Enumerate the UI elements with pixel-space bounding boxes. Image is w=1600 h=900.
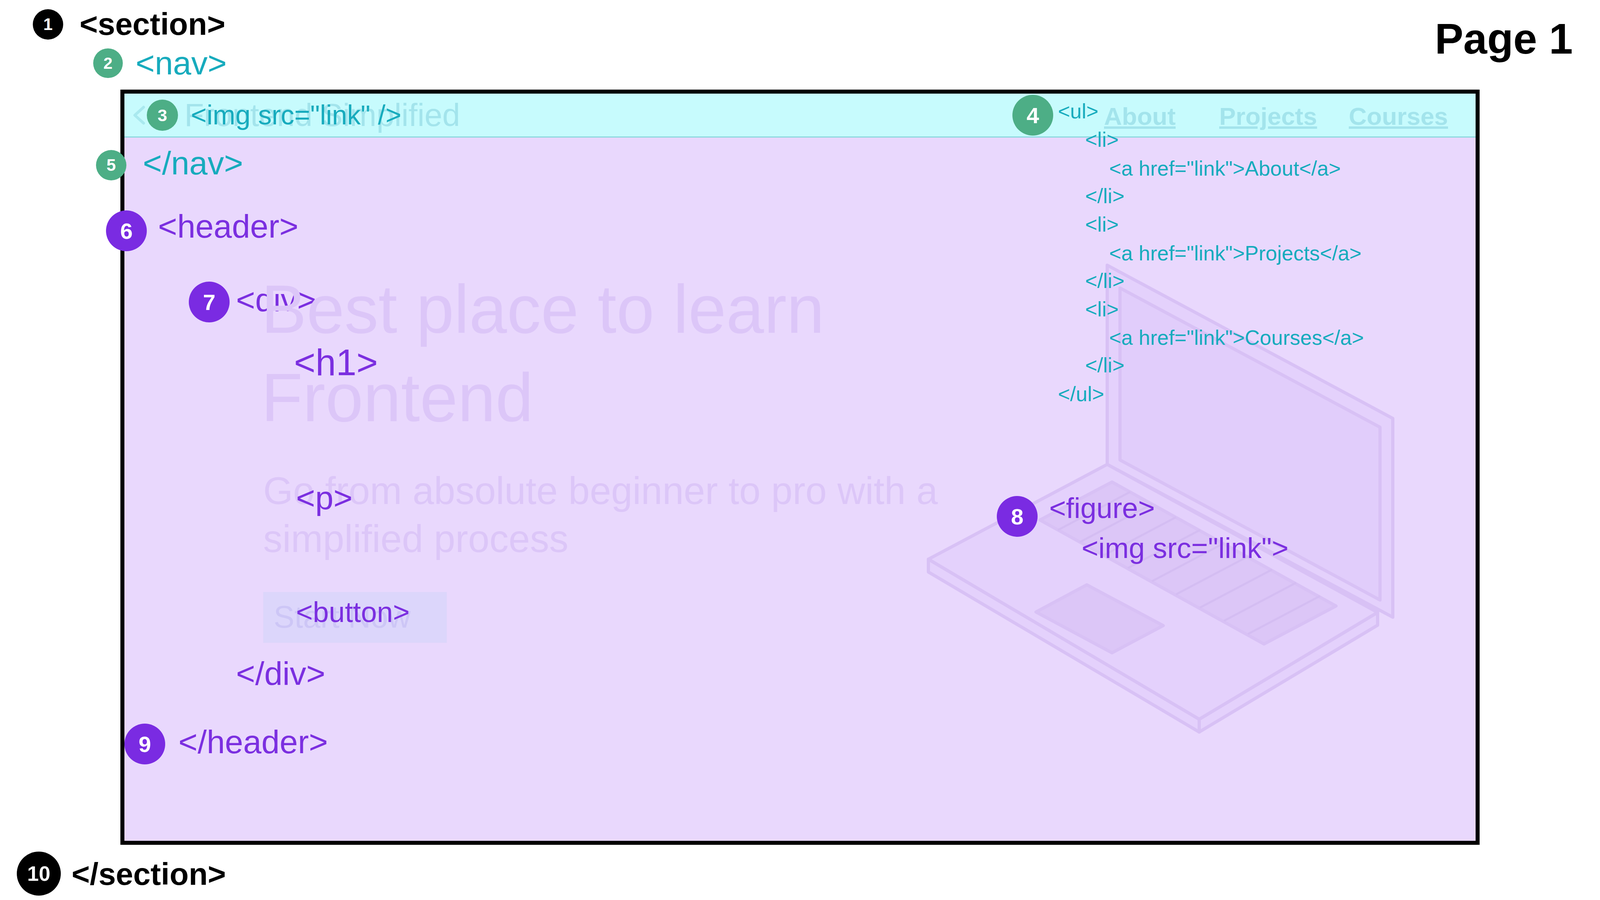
tag-text: <nav> bbox=[135, 43, 227, 83]
ghost-link: About bbox=[1104, 101, 1176, 132]
nav-band: Frontend Simplified About Projects Courses bbox=[124, 93, 1476, 138]
callout-number: 2 bbox=[93, 48, 123, 78]
callout-number: 1 bbox=[32, 9, 64, 40]
logo-chevron bbox=[134, 107, 144, 124]
page-title: Page 1 bbox=[1434, 13, 1573, 65]
ghost-link: Courses bbox=[1348, 101, 1448, 132]
tag-text: <section> bbox=[79, 5, 226, 44]
keyboard-row bbox=[1248, 596, 1320, 634]
laptop-trackpad bbox=[1036, 584, 1164, 653]
keyboard-row bbox=[1058, 492, 1130, 530]
ghost-link: Projects bbox=[1219, 101, 1318, 132]
laptop-illustration bbox=[124, 93, 1476, 841]
section-box: <section></section> Frontend SimplifiedA… bbox=[120, 89, 1480, 845]
tag-text: </section> bbox=[71, 855, 226, 894]
laptop-base bbox=[928, 464, 1378, 720]
callout-number: 10 bbox=[16, 851, 61, 896]
logo-icon bbox=[124, 93, 173, 138]
tag-text: <button> bbox=[296, 594, 410, 630]
ghost-logo-text: Frontend Simplified bbox=[184, 96, 460, 135]
keyboard-row bbox=[1104, 517, 1176, 556]
button-box: Start Now<button> bbox=[263, 592, 447, 643]
